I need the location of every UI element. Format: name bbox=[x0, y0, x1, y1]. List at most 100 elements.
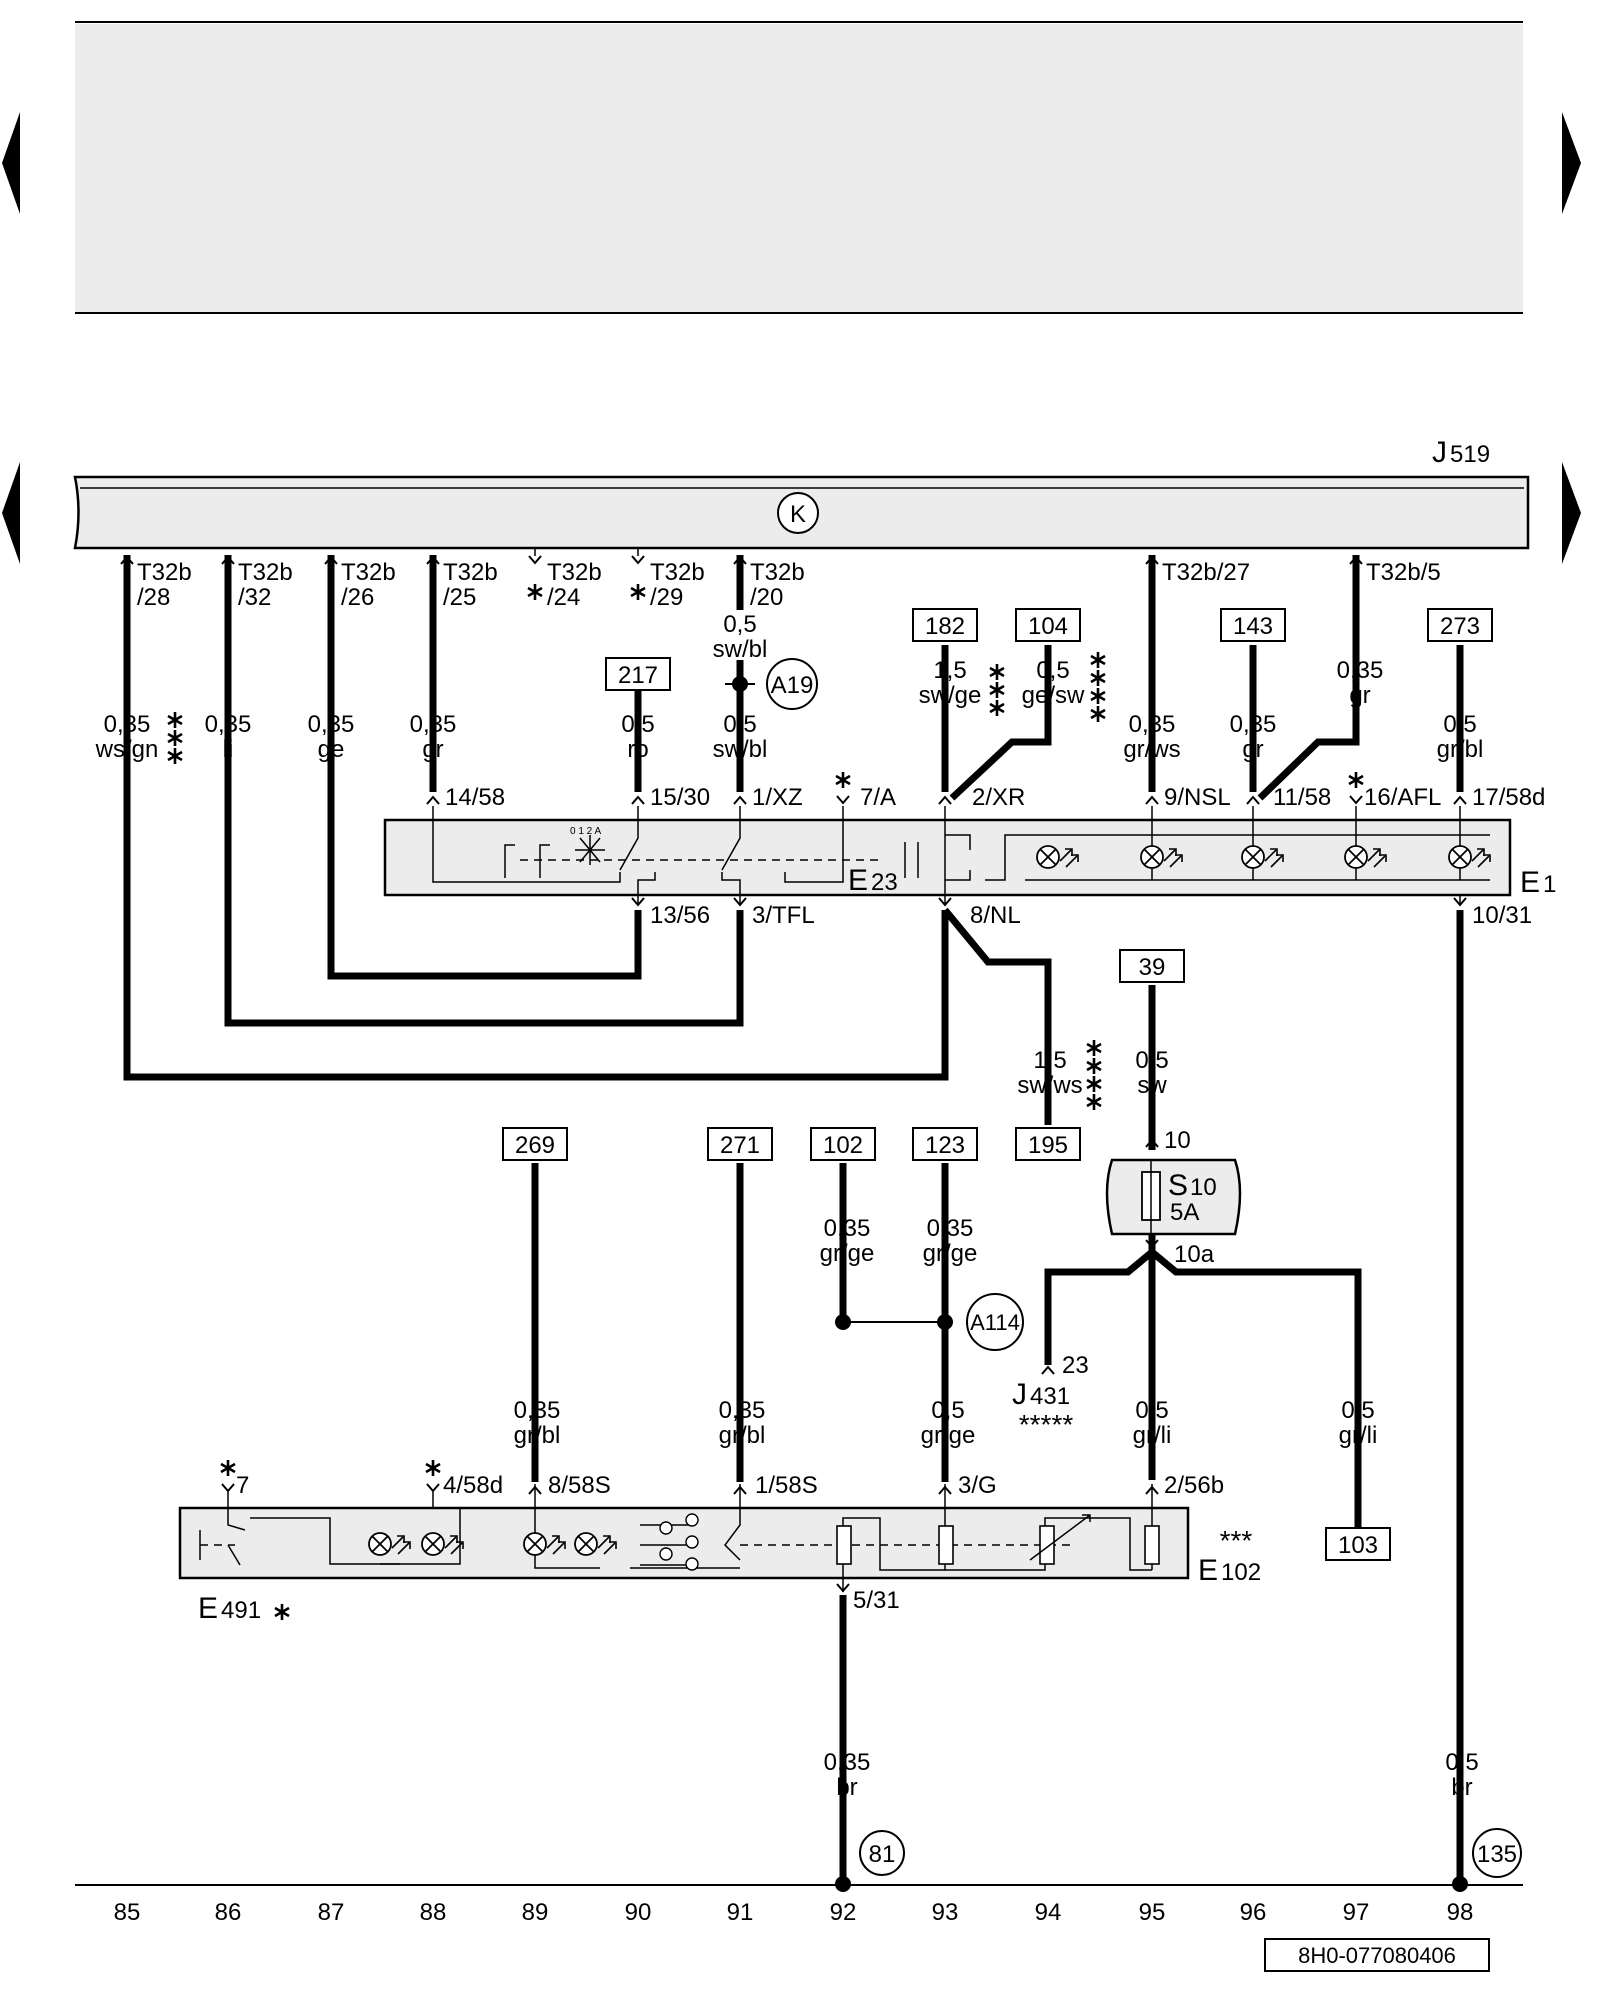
svg-text:39: 39 bbox=[1139, 954, 1166, 981]
svg-text:96: 96 bbox=[1240, 1899, 1267, 1926]
indicator-cluster-icon bbox=[640, 1513, 699, 1571]
a114-dot-left bbox=[835, 1314, 851, 1330]
ref-271 bbox=[707, 1127, 773, 1161]
e1-pin-15-30: 15/30 bbox=[650, 784, 710, 811]
e1-pin-8-nl: 8/NL bbox=[970, 902, 1021, 929]
bus-pin-25: T32b/25 bbox=[443, 559, 498, 611]
e1-pin-11-58: 11/58 bbox=[1273, 784, 1331, 811]
e102-pin-5-31: 5/31 bbox=[853, 1587, 900, 1614]
component-e1: 0 1 2 A 14/58 15/30 1/XZ 7/A 2/XR 9/NSL … bbox=[383, 770, 1556, 929]
bus-pin-27: T32b/27 bbox=[1162, 559, 1250, 586]
svg-text:23: 23 bbox=[1062, 1352, 1089, 1379]
bus-pin-26: T32b/26 bbox=[341, 559, 396, 611]
svg-text:91: 91 bbox=[727, 1899, 754, 1926]
svg-text:90: 90 bbox=[625, 1899, 652, 1926]
wires bbox=[123, 555, 1464, 1882]
svg-text:89: 89 bbox=[522, 1899, 549, 1926]
svg-text:A114: A114 bbox=[970, 1310, 1020, 1335]
svg-text:195: 195 bbox=[1028, 1132, 1068, 1159]
svg-text:0 1 2 A: 0 1 2 A bbox=[570, 826, 601, 837]
svg-text:A19: A19 bbox=[771, 672, 814, 699]
svg-text:182: 182 bbox=[925, 613, 965, 640]
e1-pin-10-31: 10/31 bbox=[1472, 902, 1532, 929]
e102-pin-2-56b: 2/56b bbox=[1164, 1472, 1224, 1499]
svg-text:93: 93 bbox=[932, 1899, 959, 1926]
ref-143 bbox=[1220, 608, 1286, 642]
e1-pin-14-58: 14/58 bbox=[445, 784, 505, 811]
svg-text:269: 269 bbox=[515, 1132, 555, 1159]
bus-symbol bbox=[777, 492, 819, 534]
bus-pin-5: T32b/5 bbox=[1366, 559, 1441, 586]
ref-195 bbox=[1015, 1127, 1081, 1161]
page-prev-arrow-icon[interactable] bbox=[2, 112, 20, 214]
ref-123 bbox=[912, 1127, 978, 1161]
e1-pin-13-56: 13/56 bbox=[650, 902, 710, 929]
rotary-switch-icon: 0 1 2 A bbox=[570, 826, 605, 865]
bus-pin-24: T32b/24 bbox=[547, 559, 602, 611]
e1-pin-2-xr: 2/XR bbox=[972, 784, 1025, 811]
page-next-arrow-icon[interactable] bbox=[1562, 112, 1581, 214]
svg-text:103: 103 bbox=[1338, 1532, 1378, 1559]
e1-pin-7-a: 7/A bbox=[860, 784, 896, 811]
reference-boxes: 217 182 104 143 273 39 195 269 271 102 1… bbox=[502, 608, 1493, 1561]
e1-pin-17-58d: 17/58d bbox=[1472, 784, 1545, 811]
diagram-prev-arrow-icon[interactable] bbox=[2, 462, 20, 564]
footer-ruler: 85 86 87 88 89 90 91 92 93 94 95 96 97 9… bbox=[75, 1884, 1523, 1972]
svg-text:135: 135 bbox=[1477, 1841, 1517, 1868]
bus-pin-29: T32b/29 bbox=[650, 559, 705, 611]
doc-id: 8H0-077080406 bbox=[1298, 1943, 1456, 1968]
svg-text:85: 85 bbox=[114, 1899, 141, 1926]
ref-104 bbox=[1015, 608, 1081, 642]
ref-circles: A19 A114 81 135 bbox=[766, 658, 1522, 1878]
svg-text:87: 87 bbox=[318, 1899, 345, 1926]
svg-text:92: 92 bbox=[830, 1899, 857, 1926]
svg-text:95: 95 bbox=[1139, 1899, 1166, 1926]
ref-102 bbox=[810, 1127, 876, 1161]
ref-273 bbox=[1427, 608, 1493, 642]
diagram-next-arrow-icon[interactable] bbox=[1562, 462, 1581, 564]
bus-pins: T32b/28 T32b/32 T32b/26 T32b/25 T32b/24 … bbox=[120, 548, 1441, 611]
svg-text:123: 123 bbox=[925, 1132, 965, 1159]
ref-217 bbox=[605, 657, 671, 691]
svg-text:102: 102 bbox=[823, 1132, 863, 1159]
bus-pin-32: T32b/32 bbox=[238, 559, 293, 611]
doc-id-box bbox=[1264, 1938, 1490, 1972]
e102-pin-3-g: 3/G bbox=[958, 1472, 997, 1499]
circle-a114 bbox=[966, 1293, 1024, 1351]
ref-39 bbox=[1119, 949, 1185, 983]
bus-pin-28: T32b/28 bbox=[137, 559, 192, 611]
circle-135 bbox=[1472, 1828, 1522, 1878]
svg-text:88: 88 bbox=[420, 1899, 447, 1926]
svg-text:104: 104 bbox=[1028, 613, 1068, 640]
e1-pin-9-nsl: 9/NSL bbox=[1164, 784, 1231, 811]
svg-text:*****: ***** bbox=[1019, 1409, 1074, 1440]
circle-a19 bbox=[766, 658, 818, 710]
svg-text:217: 217 bbox=[618, 662, 658, 689]
svg-text:271: 271 bbox=[720, 1132, 760, 1159]
